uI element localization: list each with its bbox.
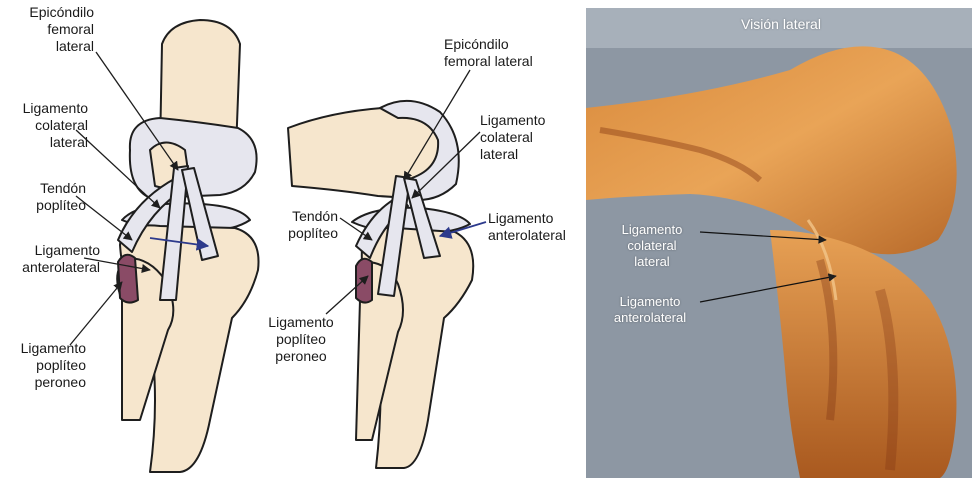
left-label-lcl: Ligamento colateral lateral [2,100,88,151]
left-label-epicondilo: Epicóndilo femoral lateral [2,4,94,55]
left-label-alt: Ligamento anterolateral [0,242,100,276]
middle-label-epicondilo: Epicóndilo femoral lateral [444,36,564,70]
middle-label-alt: Ligamento anterolateral [488,210,588,244]
photo-label-lcl: Ligamento colateral lateral [606,222,698,270]
photo-title: Visión lateral [716,16,846,32]
middle-popliteus-muscle [356,259,372,303]
middle-label-lpp: Ligamento poplíteo peroneo [256,314,346,365]
left-label-lpp: Ligamento poplíteo peroneo [2,340,86,391]
left-knee-diagram [117,20,258,472]
left-label-tendon: Tendón poplíteo [2,180,86,214]
photo-label-alt: Ligamento anterolateral [600,294,700,326]
left-popliteus-muscle [118,255,138,303]
middle-knee-diagram [288,101,473,468]
middle-label-tendon: Tendón poplíteo [260,208,338,242]
middle-label-lcl: Ligamento colateral lateral [480,112,570,163]
